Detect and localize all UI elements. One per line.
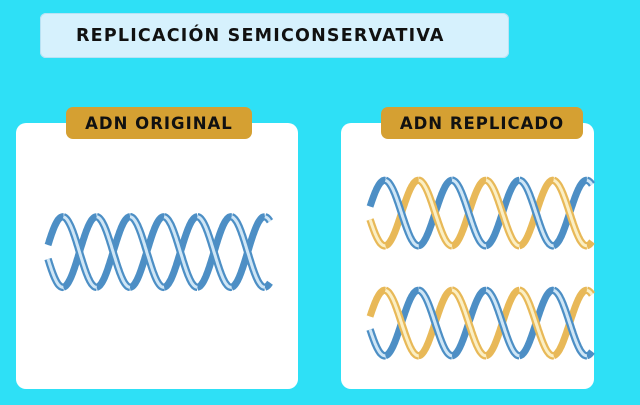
dna-strand-b-highlight <box>197 215 232 289</box>
dna-strand-b-highlight <box>62 215 97 289</box>
replicated-dna-panel <box>341 123 594 389</box>
original-dna-label: ADN ORIGINAL <box>66 107 252 139</box>
dna-strand-a-highlight <box>418 178 453 248</box>
dna-strand-a-highlight <box>553 288 587 358</box>
dna-strand-a-highlight <box>46 258 64 289</box>
replicated-dna-helix-top <box>366 176 595 250</box>
dna-strand-a-highlight <box>485 288 520 358</box>
dna-strand-a-highlight <box>96 215 131 289</box>
dna-strand-a-segment <box>586 349 595 360</box>
dna-strand-a-highlight <box>553 178 587 248</box>
dna-strand-b-segment <box>44 213 64 247</box>
dna-strand-a-highlight <box>485 178 520 248</box>
dna-strand-a-highlight <box>163 215 198 289</box>
dna-strand-b-highlight <box>519 178 554 248</box>
dna-strand-b-highlight <box>368 288 386 317</box>
replicated-dna-helix-bottom <box>366 286 595 360</box>
dna-strand-b-segment <box>366 286 386 318</box>
dna-strand-a-segment <box>586 239 595 250</box>
dna-strand-a-highlight <box>231 215 266 289</box>
dna-strand-b-highlight <box>384 178 419 248</box>
replicated-dna-label: ADN REPLICADO <box>381 107 583 139</box>
dna-strand-b-highlight <box>586 178 594 186</box>
dna-strand-a-highlight <box>368 328 386 358</box>
dna-strand-b-highlight <box>46 215 64 246</box>
dna-strand-b-highlight <box>451 288 487 358</box>
dna-strand-a-highlight <box>586 350 593 357</box>
original-dna-helix <box>44 212 274 292</box>
dna-strand-b-highlight <box>384 288 419 358</box>
dna-strand-a-highlight <box>586 240 593 247</box>
dna-strand-b-highlight <box>519 288 554 358</box>
dna-strand-b-highlight <box>264 215 272 223</box>
dna-strand-b-highlight <box>368 178 386 207</box>
diagram-title: REPLICACIÓN SEMICONSERVATIVA <box>76 25 445 46</box>
dna-strand-a-segment <box>263 280 273 291</box>
dna-strand-b-highlight <box>129 215 165 289</box>
dna-strand-b-segment <box>366 176 386 208</box>
dna-strand-a-highlight <box>368 218 386 248</box>
dna-strand-a-highlight <box>418 288 453 358</box>
dna-strand-a-highlight <box>264 281 272 289</box>
title-banner: REPLICACIÓN SEMICONSERVATIVA <box>40 13 509 58</box>
dna-strand-b-highlight <box>451 178 487 248</box>
dna-strand-b-highlight <box>586 288 594 296</box>
